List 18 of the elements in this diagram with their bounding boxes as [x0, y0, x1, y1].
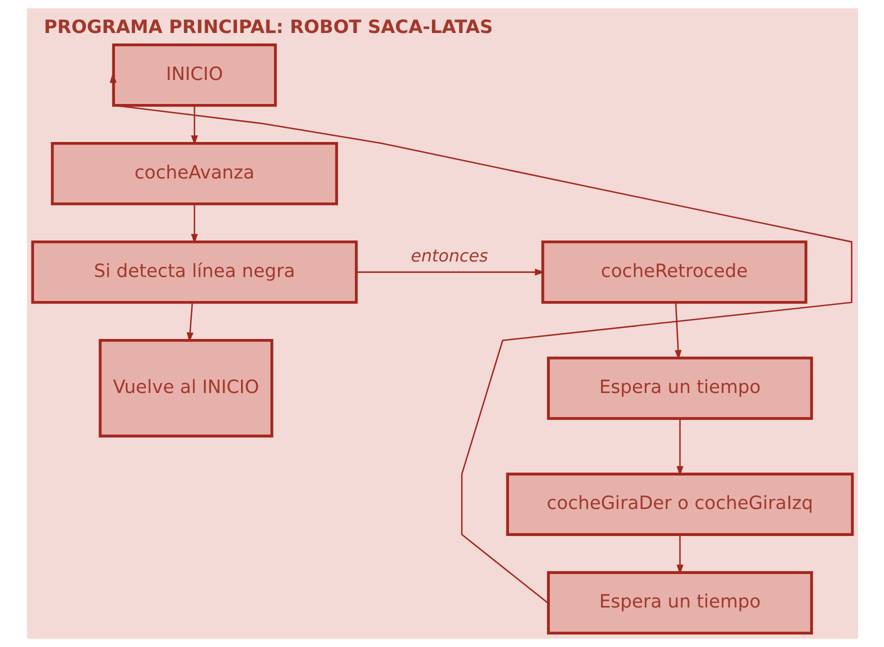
arrow: [190, 106, 198, 146]
node-box: INICIO: [112, 43, 276, 107]
node-box: cocheRetrocede: [540, 240, 807, 304]
node-box: Si detecta línea negra: [30, 240, 358, 304]
node-box: cocheGiraDer o cocheGiraIzq: [506, 472, 854, 536]
arrow: [676, 534, 683, 575]
node-box: Vuelve al INICIO: [98, 338, 273, 438]
arrow: [190, 204, 198, 244]
node-box: cocheAvanza: [50, 142, 338, 206]
arrow: [676, 418, 683, 476]
node-box: Espera un tiempo: [546, 571, 812, 634]
diagram-title: PROGRAMA PRINCIPAL: ROBOT SACA-LATAS: [43, 16, 492, 38]
arrow: [674, 302, 682, 360]
arrow: [186, 302, 194, 342]
arrow: [356, 268, 544, 276]
edge-label: entonces: [410, 246, 488, 266]
node-box: Espera un tiempo: [546, 356, 812, 420]
arrow: [109, 73, 852, 604]
